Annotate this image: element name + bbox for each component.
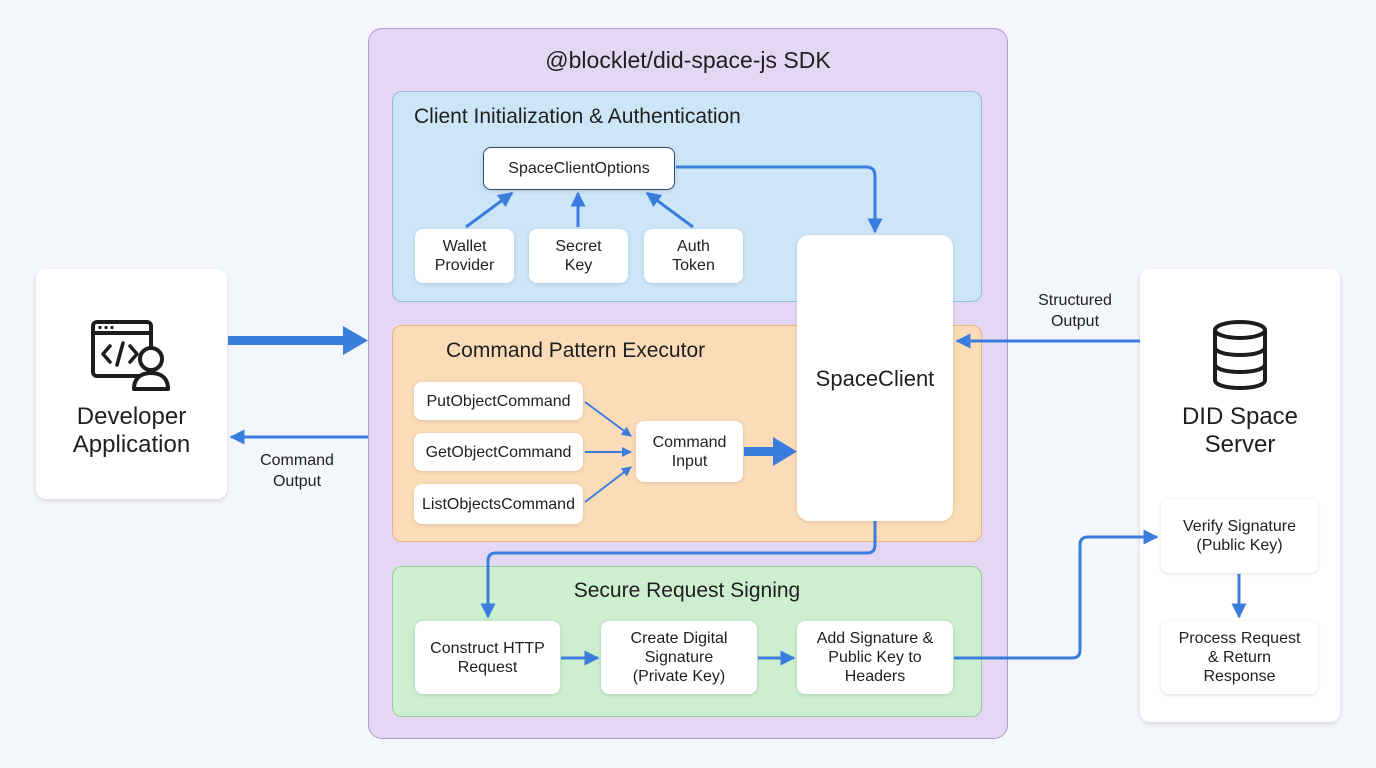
space-client-options-box: SpaceClientOptions	[483, 147, 675, 190]
space-client-box: SpaceClient	[797, 235, 953, 521]
database-icon	[1213, 320, 1267, 390]
token-to-options-arrow	[645, 191, 694, 229]
options-to-spaceclient-arrow	[676, 165, 883, 234]
input-to-spaceclient-arrow-head	[773, 437, 797, 466]
command-section-title: Command Pattern Executor	[446, 339, 706, 362]
put-object-command-box: PutObjectCommand	[414, 382, 583, 420]
command-output-label: Command Output	[260, 452, 334, 490]
verify-signature-box: Verify Signature(Public Key)	[1161, 499, 1318, 573]
did-space-server-label: DID Space Server	[1181, 403, 1299, 458]
spaceclient-to-construct-arrow	[480, 521, 877, 619]
structured-output-label: Structured Output	[1038, 292, 1112, 330]
sdk-title: @blocklet/did-space-js SDK	[545, 47, 831, 73]
input-to-spaceclient-arrow-shaft	[744, 447, 776, 456]
get-object-command-box: GetObjectCommand	[414, 433, 583, 471]
list-to-input-arrow	[584, 466, 632, 503]
auth-section-title: Client Initialization & Authentication	[414, 105, 741, 128]
add-to-verify-arrow	[954, 529, 1159, 660]
wallet-to-options-arrow	[465, 191, 514, 229]
list-objects-command-box: ListObjectsCommand	[414, 484, 583, 524]
put-to-input-arrow	[584, 401, 632, 437]
signing-section-title: Secure Request Signing	[573, 579, 801, 602]
developer-application-card: Developer Application	[36, 269, 227, 499]
code-window-user-icon	[91, 320, 170, 391]
developer-to-sdk-arrow-shaft	[228, 336, 346, 345]
developer-application-label: Developer Application	[72, 403, 191, 458]
developer-to-sdk-arrow-head	[343, 326, 368, 355]
